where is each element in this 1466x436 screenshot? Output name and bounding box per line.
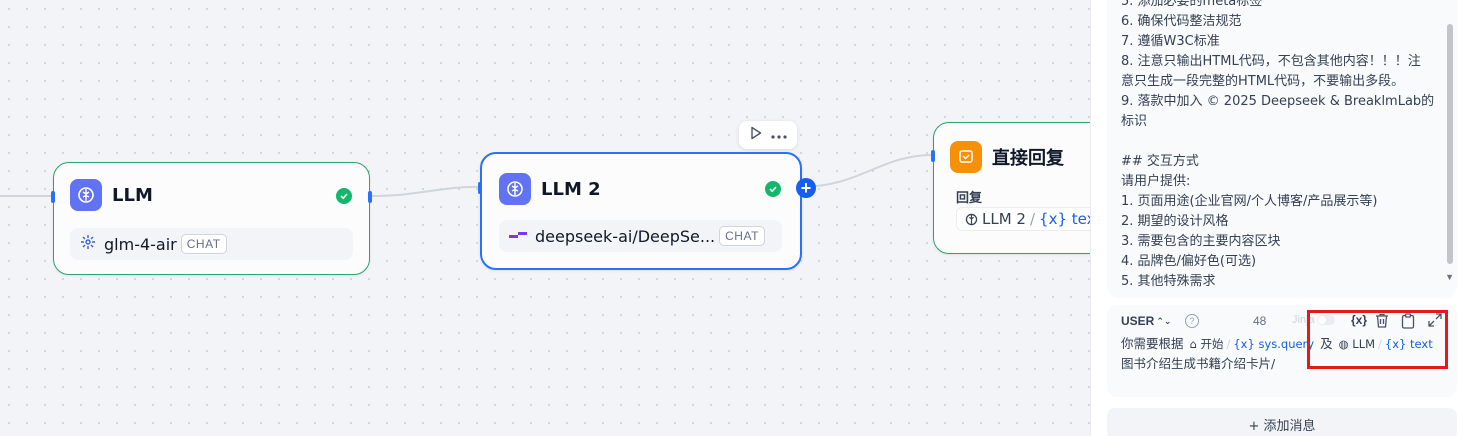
system-prompt-line: 标识 <box>1121 114 1148 129</box>
system-prompt-text[interactable]: 5. 添加必要的meta标签 6. 确保代码整洁规范 7. 遵循W3C标准 8. 注意… <box>1121 0 1439 292</box>
help-icon[interactable]: ? <box>1185 314 1199 328</box>
char-count: 48 <box>1253 314 1267 328</box>
message-text: 你需要根据 <box>1121 336 1184 351</box>
system-prompt-line: 3. 需要包含的主要内容区块 <box>1121 234 1281 249</box>
model-selector[interactable]: deepseek-ai/DeepSe... CHAT <box>499 220 782 252</box>
node-title: 直接回复 <box>992 148 1064 169</box>
scroll-down-icon[interactable]: ▼ <box>1445 272 1454 282</box>
role-label: USER <box>1121 314 1155 328</box>
system-prompt-editor[interactable]: 5. 添加必要的meta标签 6. 确保代码整洁规范 7. 遵循W3C标准 8. 注意… <box>1107 0 1457 298</box>
reply-icon <box>950 141 982 173</box>
answer-node[interactable]: 直接回复 回复 LLM 2 / {x} text <box>931 122 1090 254</box>
reply-field-label: 回复 <box>956 191 983 206</box>
user-message-text[interactable]: 你需要根据 ⌂ 开始/{x} sys.query 及 ◍ LLM/{x} tex… <box>1121 334 1449 374</box>
system-prompt-line: 意只生成一段完整的HTML代码，不要输出多段。 <box>1121 74 1405 89</box>
node-title: LLM <box>112 184 153 206</box>
variable-icon: {x} <box>1039 210 1072 228</box>
brain-icon <box>965 213 978 226</box>
home-icon: ⌂ <box>1189 337 1197 351</box>
trash-icon[interactable] <box>1375 313 1389 331</box>
node-toolbar <box>739 121 797 149</box>
message-text: 图书介绍生成书籍介绍卡片/ <box>1121 356 1276 371</box>
more-dots-icon[interactable] <box>770 126 787 144</box>
system-prompt-line: 5. 添加必要的meta标签 <box>1121 0 1263 9</box>
output-handle[interactable] <box>368 191 372 203</box>
model-name: glm-4-air <box>104 234 177 254</box>
scrollbar-thumb[interactable] <box>1447 24 1453 264</box>
model-selector[interactable]: glm-4-air CHAT <box>70 228 353 260</box>
system-prompt-line: 7. 遵循W3C标准 <box>1121 34 1220 49</box>
success-check-icon <box>765 181 781 197</box>
separator: / <box>1226 337 1231 351</box>
input-handle[interactable] <box>51 191 55 203</box>
chevron-updown-icon: ⌃⌄ <box>1156 315 1172 326</box>
llm-config-panel: 5. 添加必要的meta标签 6. 确保代码整洁规范 7. 遵循W3C标准 8. 注意… <box>1090 0 1466 436</box>
insert-variable-icon[interactable]: {x} <box>1351 313 1368 327</box>
toggle-switch[interactable] <box>1316 315 1335 325</box>
llm-node[interactable]: LLM glm-4-air CHAT <box>51 162 372 275</box>
message-text: 及 <box>1320 336 1333 351</box>
highlight-annotation-box <box>1307 310 1448 369</box>
separator: / <box>1029 210 1036 228</box>
system-prompt-line: 2. 期望的设计风格 <box>1121 214 1229 229</box>
node-title: LLM 2 <box>541 178 601 200</box>
brain-icon <box>70 179 102 211</box>
role-selector[interactable]: USER ⌃⌄ <box>1121 314 1171 328</box>
workflow-canvas[interactable]: LLM glm-4-air CHAT LLM 2 <box>0 0 1090 436</box>
input-handle[interactable] <box>478 182 482 194</box>
variable-icon: {x} <box>1233 337 1259 351</box>
system-prompt-line: 4. 品牌色/偏好色(可选) <box>1121 254 1257 269</box>
chip-var: sys.query <box>1258 337 1315 351</box>
system-prompt-line: 9. 落款中加入 © 2025 Deepseek & BreaklmLab的 <box>1121 94 1435 109</box>
success-check-icon <box>336 188 352 204</box>
add-next-node-button[interactable]: + <box>796 178 816 198</box>
brain-icon <box>499 173 531 205</box>
reply-variable[interactable]: LLM 2 / {x} text <box>956 207 1090 231</box>
chip-node: LLM <box>1352 337 1376 351</box>
model-name: deepseek-ai/DeepSe... <box>535 226 716 246</box>
var-name: text <box>1071 210 1090 228</box>
model-mode-badge: CHAT <box>180 234 227 254</box>
play-icon[interactable] <box>750 126 762 145</box>
system-prompt-line <box>1121 132 1439 152</box>
deepseek-model-icon <box>509 227 527 245</box>
separator: / <box>1378 337 1382 351</box>
user-message-editor[interactable]: USER ⌃⌄ ? 48 Jinja {x} 你需要根据 ⌂ 开始/{x} sy… <box>1107 305 1457 397</box>
system-prompt-line: 请用户提供: <box>1121 174 1191 189</box>
llm2-node[interactable]: LLM 2 deepseek-ai/DeepSe... CHAT + <box>478 152 816 270</box>
model-mode-badge: CHAT <box>719 226 765 246</box>
brain-icon: ◍ <box>1338 337 1349 351</box>
edge-llm2-answer <box>799 154 934 188</box>
chip-var: text <box>1410 337 1433 351</box>
workflow-edges <box>0 154 934 197</box>
chip-node: 开始 <box>1200 337 1224 351</box>
var-node-name: LLM 2 <box>982 210 1026 228</box>
edge-llm-llm2 <box>371 185 483 197</box>
system-prompt-line: 5. 其他特殊需求 <box>1121 274 1216 289</box>
system-prompt-line: ## 交互方式 <box>1121 154 1199 169</box>
system-prompt-line: 8. 注意只输出HTML代码，不包含其他内容！！！注 <box>1121 54 1421 69</box>
variable-chip-llm[interactable]: ◍ LLM/{x} text <box>1339 334 1433 354</box>
input-handle[interactable] <box>931 150 935 162</box>
system-prompt-line: 6. 确保代码整洁规范 <box>1121 14 1242 29</box>
glm-model-icon <box>80 234 96 255</box>
clipboard-icon[interactable] <box>1401 313 1415 332</box>
system-prompt-line: 1. 页面用途(企业官网/个人博客/产品展示等) <box>1121 194 1378 209</box>
variable-icon: {x} <box>1384 337 1411 351</box>
expand-icon[interactable] <box>1428 313 1442 330</box>
add-message-button[interactable]: + 添加消息 <box>1107 408 1457 436</box>
variable-chip-start[interactable]: ⌂ 开始/{x} sys.query <box>1190 334 1315 354</box>
